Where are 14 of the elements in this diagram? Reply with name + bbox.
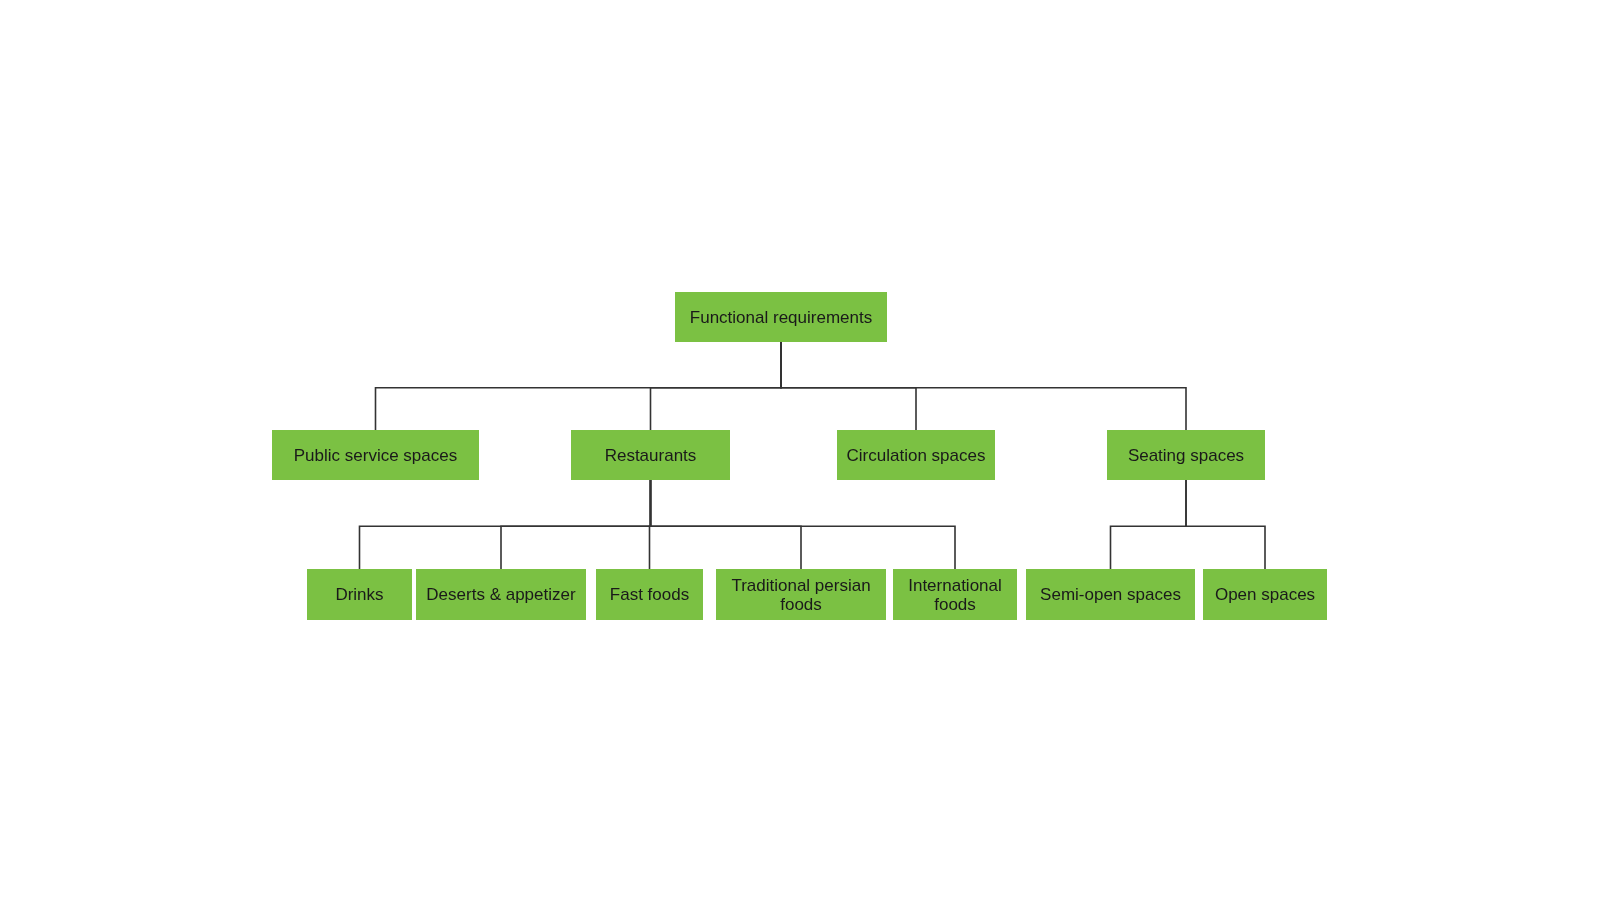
category-box: Circulation spaces — [837, 430, 995, 480]
category-box: Traditional persian foods — [716, 569, 886, 620]
category-box: Deserts & appetizer — [416, 569, 586, 620]
category-box: Seating spaces — [1107, 430, 1265, 480]
category-box: Semi-open spaces — [1026, 569, 1195, 620]
category-box: Drinks — [307, 569, 412, 620]
category-box: Public service spaces — [272, 430, 479, 480]
connector-line — [1185, 479, 1266, 570]
category-box: Restaurants — [571, 430, 730, 480]
category-box: Functional requirements — [675, 292, 887, 342]
category-box: Open spaces — [1203, 569, 1327, 620]
category-box: Fast foods — [596, 569, 703, 620]
connector-line — [649, 479, 956, 570]
category-box: International foods — [893, 569, 1017, 620]
